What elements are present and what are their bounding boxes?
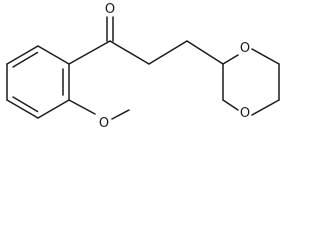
bond-ring-5 — [37, 99, 70, 119]
dioxane-oxygen-top-label: O — [240, 41, 250, 56]
dioxane-oxygen-bottom-label: O — [240, 106, 250, 121]
bond-ring-2 — [6, 45, 39, 65]
bond-dioxane-5 — [222, 99, 239, 111]
bond-chain-1 — [109, 40, 150, 65]
carbonyl-oxygen-label: O — [105, 2, 115, 17]
methoxy-oxygen-label: O — [99, 116, 109, 131]
ketone-group: O — [68, 2, 115, 65]
bond-ring-double-b — [12, 96, 39, 113]
alkyl-chain — [109, 40, 224, 65]
bond-chain-2 — [148, 40, 188, 65]
bond-ring-4 — [6, 99, 39, 119]
bond-dioxane-1 — [222, 54, 239, 65]
bond-dioxane-4 — [251, 99, 280, 116]
methoxy-group: O — [68, 99, 130, 131]
bond-ring-methoxy-oxygen — [68, 99, 96, 115]
bond-chain-3 — [186, 40, 224, 65]
molecule-structure: O O O O — [6, 2, 280, 131]
bond-methoxy-methyl — [111, 109, 130, 120]
structure-diagram: O O O O — [6, 2, 280, 131]
bond-ring-double-a — [12, 51, 39, 68]
dioxane-ring: O O — [222, 41, 280, 121]
bond-dioxane-2 — [251, 48, 280, 65]
bond-ring-carbonyl — [68, 40, 111, 65]
benzene-ring — [6, 45, 70, 119]
bond-ring-1 — [37, 45, 70, 65]
